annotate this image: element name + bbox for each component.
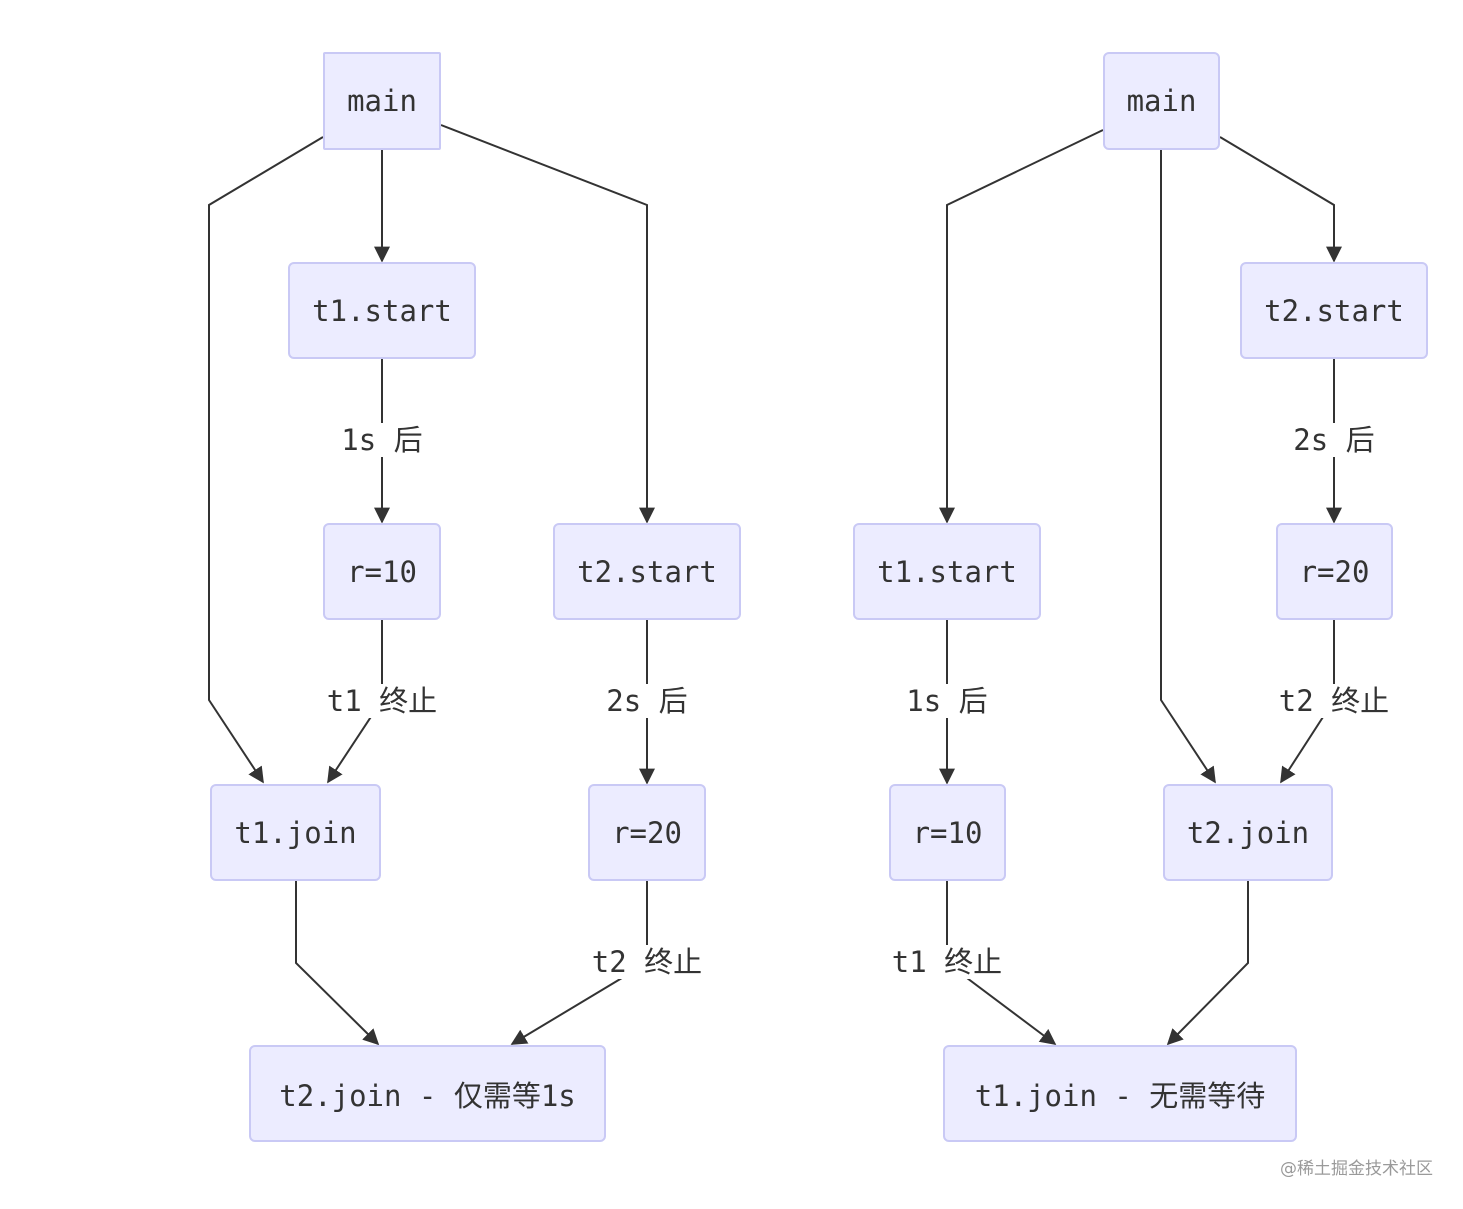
edge-t2-join-to-t1-join-right bbox=[1166, 881, 1249, 1046]
node-r10-left: r=10 bbox=[323, 523, 441, 620]
node-r20-left: r=20 bbox=[588, 784, 706, 881]
node-t2-start-left: t2.start bbox=[553, 523, 741, 620]
node-t2-join-left: t2.join - 仅需等1s bbox=[249, 1045, 606, 1142]
node-r20-right: r=20 bbox=[1276, 523, 1393, 620]
node-t1-join-right: t1.join - 无需等待 bbox=[943, 1045, 1297, 1142]
node-r10-right: r=10 bbox=[889, 784, 1006, 881]
edge-label-t2-after-left: 2s 后 bbox=[604, 684, 690, 718]
edge-main-to-t2-start bbox=[440, 124, 655, 524]
source-watermark: @稀土掘金技术社区 bbox=[1280, 1159, 1433, 1179]
edge-label-t2-end-left: t2 终止 bbox=[589, 945, 705, 979]
edge-label-t2-after-right: 2s 后 bbox=[1291, 423, 1377, 457]
node-t2-start-right: t2.start bbox=[1240, 262, 1428, 359]
edge-label-t1-end-right: t1 终止 bbox=[889, 945, 1005, 979]
edge-main-to-t2-join-right bbox=[1160, 150, 1216, 784]
edge-label-t1-end-left: t1 终止 bbox=[324, 684, 440, 718]
edge-main-to-t2-start-right bbox=[1219, 136, 1342, 263]
node-t1-start-right: t1.start bbox=[853, 523, 1041, 620]
edge-label-t1-after-left: 1s 后 bbox=[339, 423, 425, 457]
edge-label-t1-after-right: 1s 后 bbox=[904, 684, 990, 718]
edge-main-to-t1-start-right bbox=[939, 129, 1104, 524]
node-t1-join-left: t1.join bbox=[210, 784, 381, 881]
node-t2-join-right: t2.join bbox=[1163, 784, 1333, 881]
edge-label-t2-end-right: t2 终止 bbox=[1276, 684, 1392, 718]
edge-t1-join-to-t2-join bbox=[295, 881, 380, 1046]
edge-main-to-t1-join bbox=[208, 136, 324, 784]
node-t1-start-left: t1.start bbox=[288, 262, 476, 359]
node-main-right: main bbox=[1103, 52, 1220, 150]
node-main-left: main bbox=[323, 52, 441, 150]
